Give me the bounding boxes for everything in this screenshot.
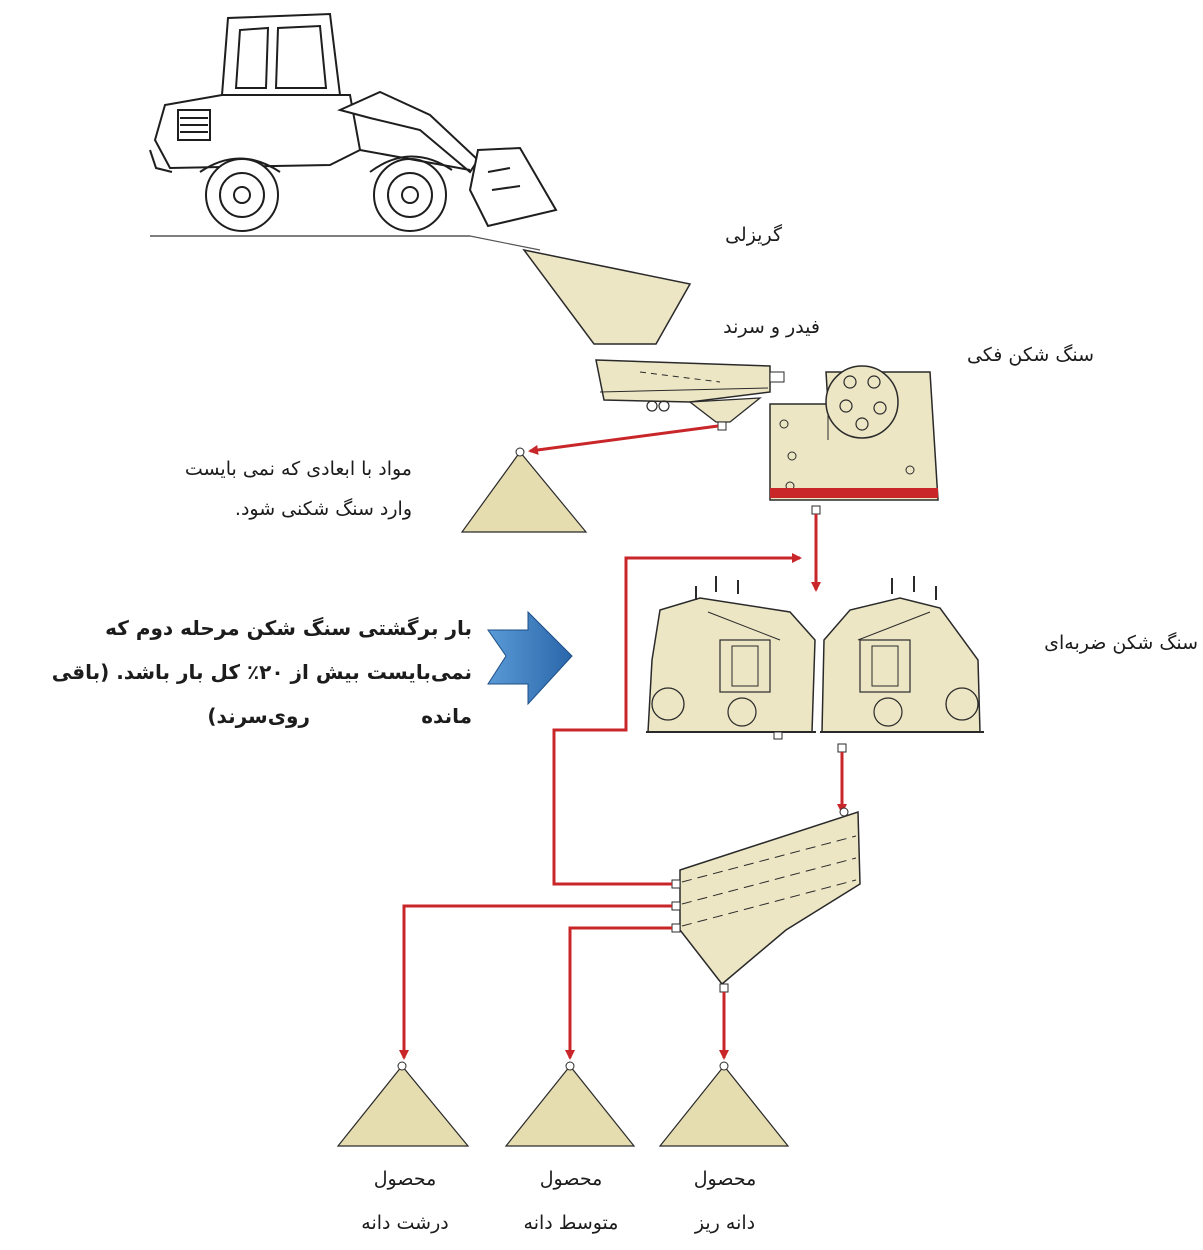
impact-crusher-right — [820, 576, 984, 753]
medium-product-label-line2: متوسط دانه — [523, 1212, 619, 1234]
fine-product-pile — [658, 1065, 790, 1147]
medium-product-label-line1: محصول — [539, 1168, 603, 1190]
return-load-label-line2: نمی‌بایست بیش از ۲۰٪ کل بار باشد. (باقی … — [51, 660, 472, 728]
coarse-product-pile — [336, 1065, 470, 1147]
medium-product-pile — [504, 1065, 636, 1147]
jaw-plate — [770, 488, 938, 498]
reject-flow-arrow — [528, 424, 719, 455]
jaw-crusher-label: سنگ شکن فکی — [966, 344, 1094, 366]
coarse-product-label-line2: درشت دانه — [361, 1212, 449, 1234]
jaw-crusher — [769, 365, 939, 515]
oversize-reject-label-line2: وارد سنگ شکنی شود. — [234, 498, 412, 520]
medium-pile-node — [565, 1061, 575, 1071]
oversize-reject-label-line1: مواد با ابعادی که نمی بایست — [184, 458, 412, 480]
wheel-loader-illustration — [149, 12, 558, 232]
impact-crusher-label: سنگ شکن ضربه‌ای — [1044, 632, 1198, 654]
return-load-blue-arrow — [487, 610, 573, 706]
fine-product-label-line2: دانه ریز — [694, 1212, 756, 1234]
grizzly-label: گریزلی — [725, 224, 782, 246]
medium-product-flow-arrow — [565, 926, 672, 1060]
return-load-label-line1: بار برگشتی سنگ شکن مرحله دوم که — [105, 616, 472, 640]
coarse-pile-node — [397, 1061, 407, 1071]
fine-pile-node — [719, 1061, 729, 1071]
coarse-product-flow-arrow — [399, 904, 672, 1060]
oversize-reject-pile — [460, 451, 588, 533]
fine-product-label-line1: محصول — [693, 1168, 757, 1190]
grizzly-hopper — [522, 248, 692, 345]
recirculation-flow-arrow — [552, 553, 802, 886]
vibrating-screen — [671, 807, 861, 993]
vibrating-feeder — [595, 359, 785, 431]
ramp-line — [469, 235, 541, 251]
return-load-label-line3: روی‌سرند) — [207, 704, 310, 728]
oversize-pile-node — [515, 447, 525, 457]
impact-crusher-left — [646, 576, 816, 740]
coarse-product-label-line1: محصول — [373, 1168, 437, 1190]
feeder-screen-label: فیدر و سرند — [723, 316, 820, 338]
